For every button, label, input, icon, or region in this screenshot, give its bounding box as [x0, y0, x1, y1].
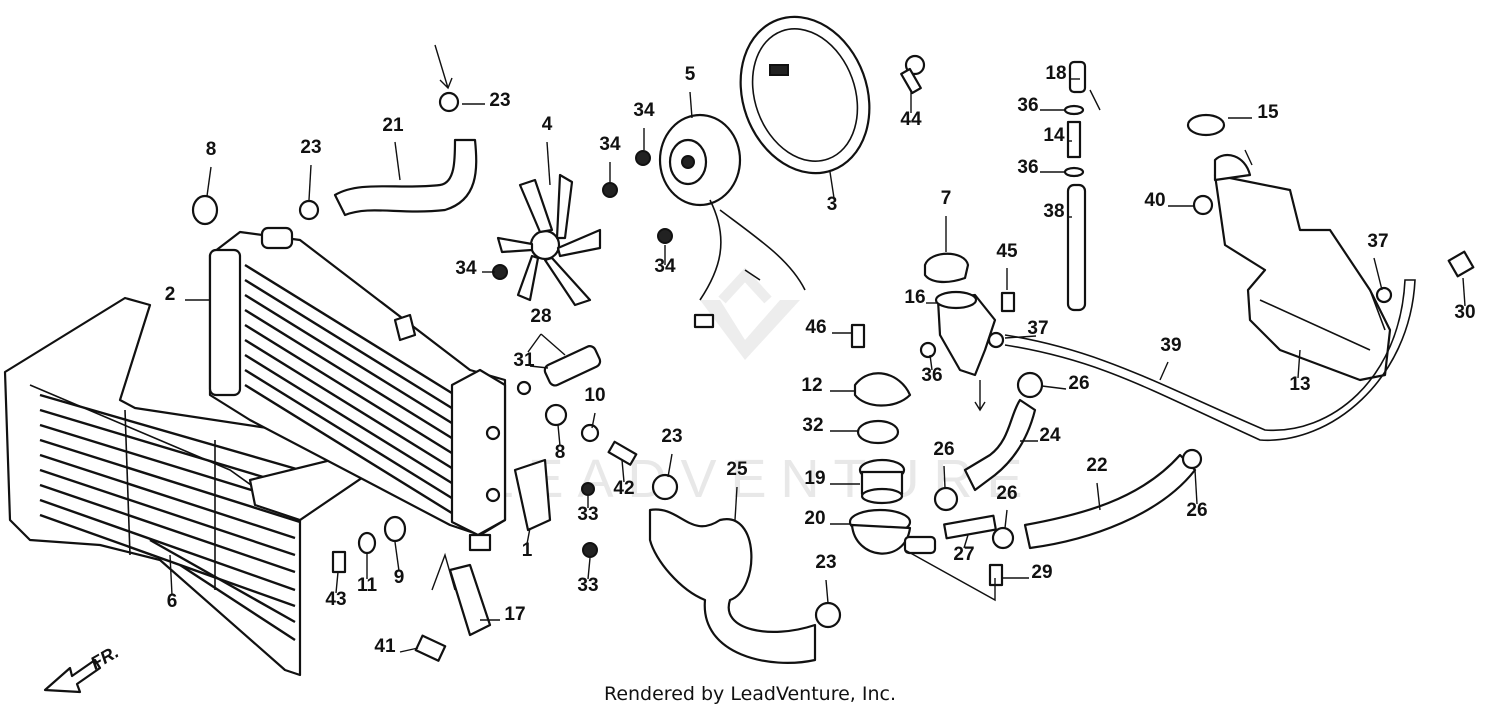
- callout-3: 3: [827, 194, 838, 215]
- callout-36: 36: [1017, 95, 1038, 116]
- callout-9: 9: [394, 567, 405, 588]
- callout-19: 19: [804, 468, 825, 489]
- part-21-hose: [333, 138, 478, 217]
- part-22-hose: [1023, 453, 1197, 550]
- callout-37: 37: [1367, 231, 1388, 252]
- callout-27: 27: [953, 544, 974, 565]
- callout-8: 8: [555, 442, 566, 463]
- part-6-shroud: [3, 296, 402, 677]
- callout-7: 7: [941, 188, 952, 209]
- callout-31: 31: [513, 350, 535, 371]
- part-7-cap: [923, 252, 970, 284]
- part-32-o-ring: [856, 419, 900, 445]
- watermark-text: LEADVENTURE: [483, 449, 1036, 509]
- front-direction-arrow: FR.: [43, 642, 122, 694]
- callout-22: 22: [1086, 455, 1107, 476]
- callout-38: 38: [1043, 201, 1064, 222]
- callout-21: 21: [382, 115, 404, 136]
- callout-33: 33: [577, 504, 598, 525]
- callout-23: 23: [300, 137, 321, 158]
- callout-14: 14: [1043, 125, 1065, 146]
- callout-32: 32: [802, 415, 823, 436]
- callout-23: 23: [489, 90, 510, 111]
- callout-39: 39: [1160, 335, 1181, 356]
- leader-lines: [169, 44, 1466, 653]
- callout-18: 18: [1045, 63, 1066, 84]
- callout-34: 34: [654, 256, 676, 277]
- callout-2: 2: [165, 284, 176, 305]
- part-5-fan-motor: [658, 113, 806, 329]
- part-39-tube: [1004, 279, 1416, 441]
- callout-10: 10: [584, 385, 605, 406]
- callout-17: 17: [504, 604, 525, 625]
- callout-16: 16: [904, 287, 925, 308]
- callout-46: 46: [805, 317, 826, 338]
- callout-33: 33: [577, 575, 598, 596]
- part-13-reservoir: [1186, 113, 1392, 382]
- callout-41: 41: [374, 636, 396, 657]
- callout-24: 24: [1039, 425, 1061, 446]
- callout-20: 20: [804, 508, 825, 529]
- part-16-filler-neck: [934, 290, 997, 377]
- callout-13: 13: [1289, 374, 1310, 395]
- callout-44: 44: [900, 109, 922, 130]
- callout-26: 26: [996, 483, 1017, 504]
- watermark: LEADVENTURE: [483, 267, 1036, 509]
- part-3-fan-shroud: [739, 15, 871, 175]
- callout-25: 25: [726, 459, 748, 480]
- part-25-hose: [648, 508, 817, 664]
- callout-26: 26: [1068, 373, 1089, 394]
- callout-36: 36: [1017, 157, 1038, 178]
- callout-36: 36: [921, 365, 942, 386]
- part-2-radiator: [208, 226, 507, 552]
- part-38-tube: [1066, 183, 1087, 312]
- callout-28: 28: [530, 306, 551, 327]
- callout-26: 26: [1186, 500, 1207, 521]
- callout-37: 37: [1027, 318, 1048, 339]
- callout-6: 6: [167, 591, 178, 612]
- part-19-thermostat: [858, 458, 906, 505]
- callout-5: 5: [685, 64, 696, 85]
- callout-43: 43: [325, 589, 346, 610]
- callout-26: 26: [933, 439, 954, 460]
- part-24-hose: [963, 398, 1037, 492]
- callout-4: 4: [542, 114, 553, 135]
- callout-12: 12: [801, 375, 822, 396]
- callout-30: 30: [1454, 302, 1475, 323]
- callout-42: 42: [613, 478, 634, 499]
- callout-11: 11: [357, 575, 378, 596]
- callout-34: 34: [633, 100, 655, 121]
- callout-23: 23: [661, 426, 682, 447]
- callout-15: 15: [1257, 102, 1279, 123]
- callout-8: 8: [206, 139, 217, 160]
- callout-23: 23: [815, 552, 836, 573]
- part-20-thermostat-housing: [848, 508, 937, 555]
- callout-34: 34: [599, 134, 621, 155]
- callout-29: 29: [1031, 562, 1052, 583]
- part-12-thermostat-cover: [853, 372, 912, 407]
- callout-34: 34: [455, 258, 477, 279]
- callout-1: 1: [522, 540, 533, 561]
- part-4-fan-blade: [496, 173, 602, 307]
- callout-40: 40: [1144, 190, 1165, 211]
- callout-45: 45: [996, 241, 1018, 262]
- footer-credit: Rendered by LeadVenture, Inc.: [603, 683, 897, 705]
